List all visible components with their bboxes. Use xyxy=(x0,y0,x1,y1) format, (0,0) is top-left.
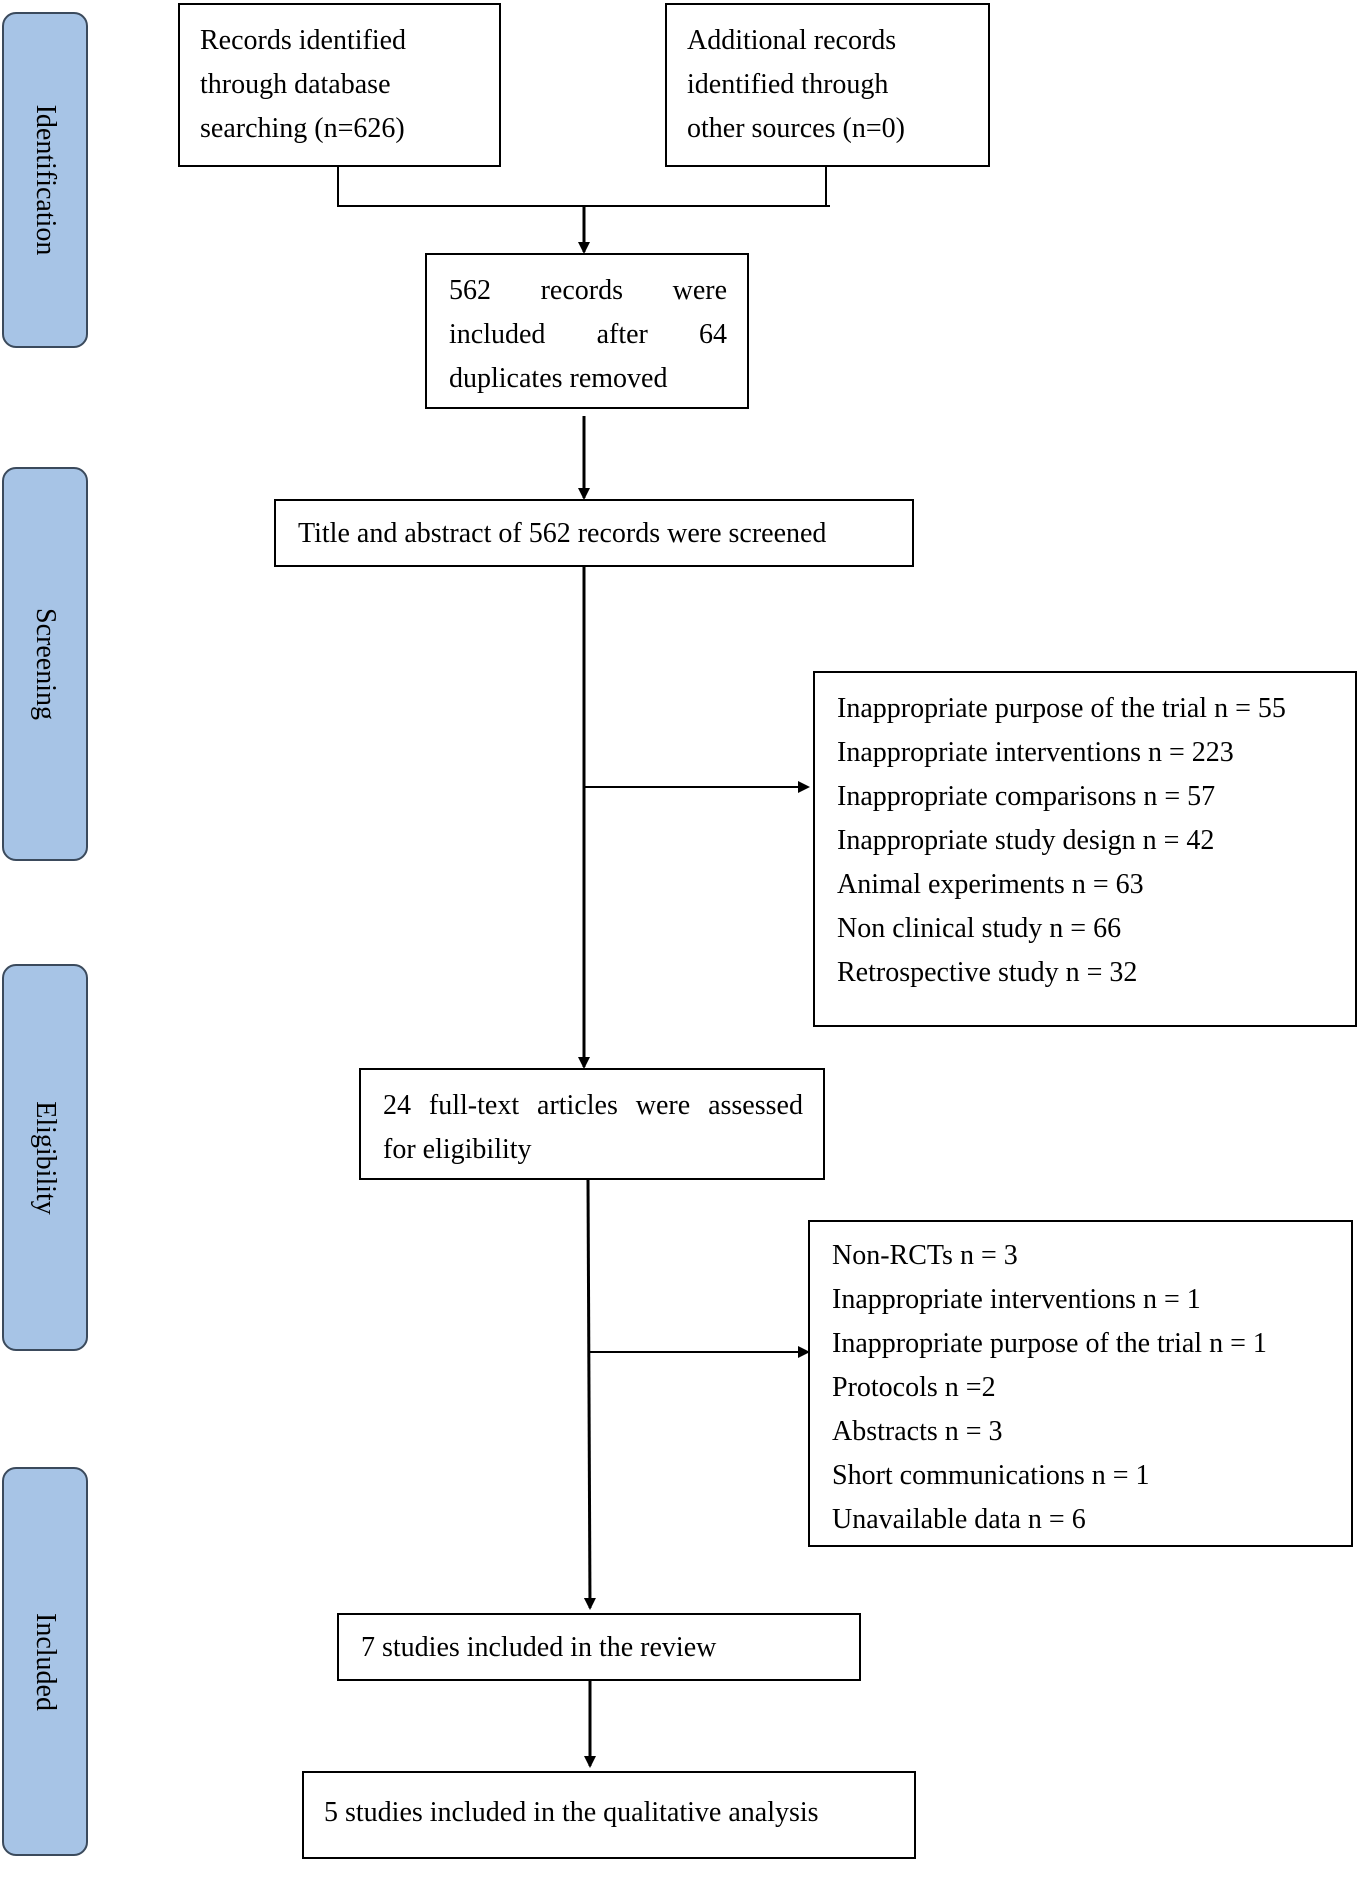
fulltext-line-2: for eligibility xyxy=(383,1134,532,1165)
records-database-line-1: Records identified xyxy=(200,25,407,56)
screened-box: Title and abstract of 562 records were s… xyxy=(274,499,914,567)
duplicates-word: were xyxy=(672,275,727,306)
fulltext-excluded-item: Unavailable data n = 6 xyxy=(832,1504,1086,1535)
records-database-box: Records identified through database sear… xyxy=(178,3,501,167)
fulltext-excluded-item: Protocols n =2 xyxy=(832,1372,996,1403)
records-other-line-2: identified through xyxy=(687,69,889,100)
duplicates-word: included xyxy=(449,319,546,350)
studies-qualitative-box: 5 studies included in the qualitative an… xyxy=(302,1771,916,1859)
records-database-line-2: through database xyxy=(200,69,391,100)
records-database-line-3: searching (n=626) xyxy=(200,113,405,144)
duplicates-line-3: duplicates removed xyxy=(449,363,668,394)
fulltext-line-1: 24 full-text articles were assessed xyxy=(383,1084,803,1128)
records-other-line-3: other sources (n=0) xyxy=(687,113,905,144)
duplicates-word: 562 xyxy=(449,275,491,306)
fulltext-excluded-item: Short communications n = 1 xyxy=(832,1460,1150,1491)
duplicates-word: records xyxy=(540,275,623,306)
records-other-sources-box: Additional records identified through ot… xyxy=(665,3,990,167)
review-text: 7 studies included in the review xyxy=(361,1632,717,1663)
screen-excluded-item: Inappropriate interventions n = 223 xyxy=(837,737,1234,768)
fulltext-excluded-item: Inappropriate purpose of the trial n = 1 xyxy=(832,1328,1267,1359)
stage-eligibility: Eligibility xyxy=(2,964,88,1351)
fulltext-excluded-item: Abstracts n = 3 xyxy=(832,1416,1003,1447)
fulltext-excluded-box: Non-RCTs n = 3 Inappropriate interventio… xyxy=(808,1220,1353,1547)
fulltext-word: assessed xyxy=(708,1090,803,1121)
stage-screening: Screening xyxy=(2,467,88,861)
screen-excluded-item: Non clinical study n = 66 xyxy=(837,913,1122,944)
screen-excluded-item: Animal experiments n = 63 xyxy=(837,869,1144,900)
duplicates-removed-box: 562 records were included after 64 dupli… xyxy=(425,253,749,409)
arrow-to-review xyxy=(583,1178,596,1610)
duplicates-line-1: 562 records were xyxy=(449,269,727,313)
studies-review-box: 7 studies included in the review xyxy=(337,1613,861,1681)
duplicates-line-2: included after 64 xyxy=(449,313,727,357)
fulltext-assessed-box: 24 full-text articles were assessed for … xyxy=(359,1068,825,1180)
screen-excluded-item: Inappropriate comparisons n = 57 xyxy=(837,781,1216,812)
duplicates-word: 64 xyxy=(699,319,727,350)
stage-included: Included xyxy=(2,1467,88,1856)
screen-excluded-item: Inappropriate purpose of the trial n = 5… xyxy=(837,693,1286,724)
records-other-line-1: Additional records xyxy=(687,25,897,56)
fulltext-word: 24 xyxy=(383,1090,411,1121)
fulltext-word: articles xyxy=(537,1090,618,1121)
fulltext-word: full-text xyxy=(428,1090,520,1121)
screen-excluded-item: Inappropriate study design n = 42 xyxy=(837,825,1215,856)
duplicates-word: after xyxy=(596,319,648,350)
fulltext-excluded-item: Inappropriate interventions n = 1 xyxy=(832,1284,1201,1315)
screened-text: Title and abstract of 562 records were s… xyxy=(298,518,827,549)
screening-excluded-box: Inappropriate purpose of the trial n = 5… xyxy=(813,671,1357,1027)
qualitative-text: 5 studies included in the qualitative an… xyxy=(324,1797,819,1828)
fulltext-excluded-item: Non-RCTs n = 3 xyxy=(832,1240,1018,1271)
screen-excluded-item: Retrospective study n = 32 xyxy=(837,957,1138,988)
fulltext-word: were xyxy=(635,1090,691,1121)
stage-identification: Identification xyxy=(2,12,88,348)
